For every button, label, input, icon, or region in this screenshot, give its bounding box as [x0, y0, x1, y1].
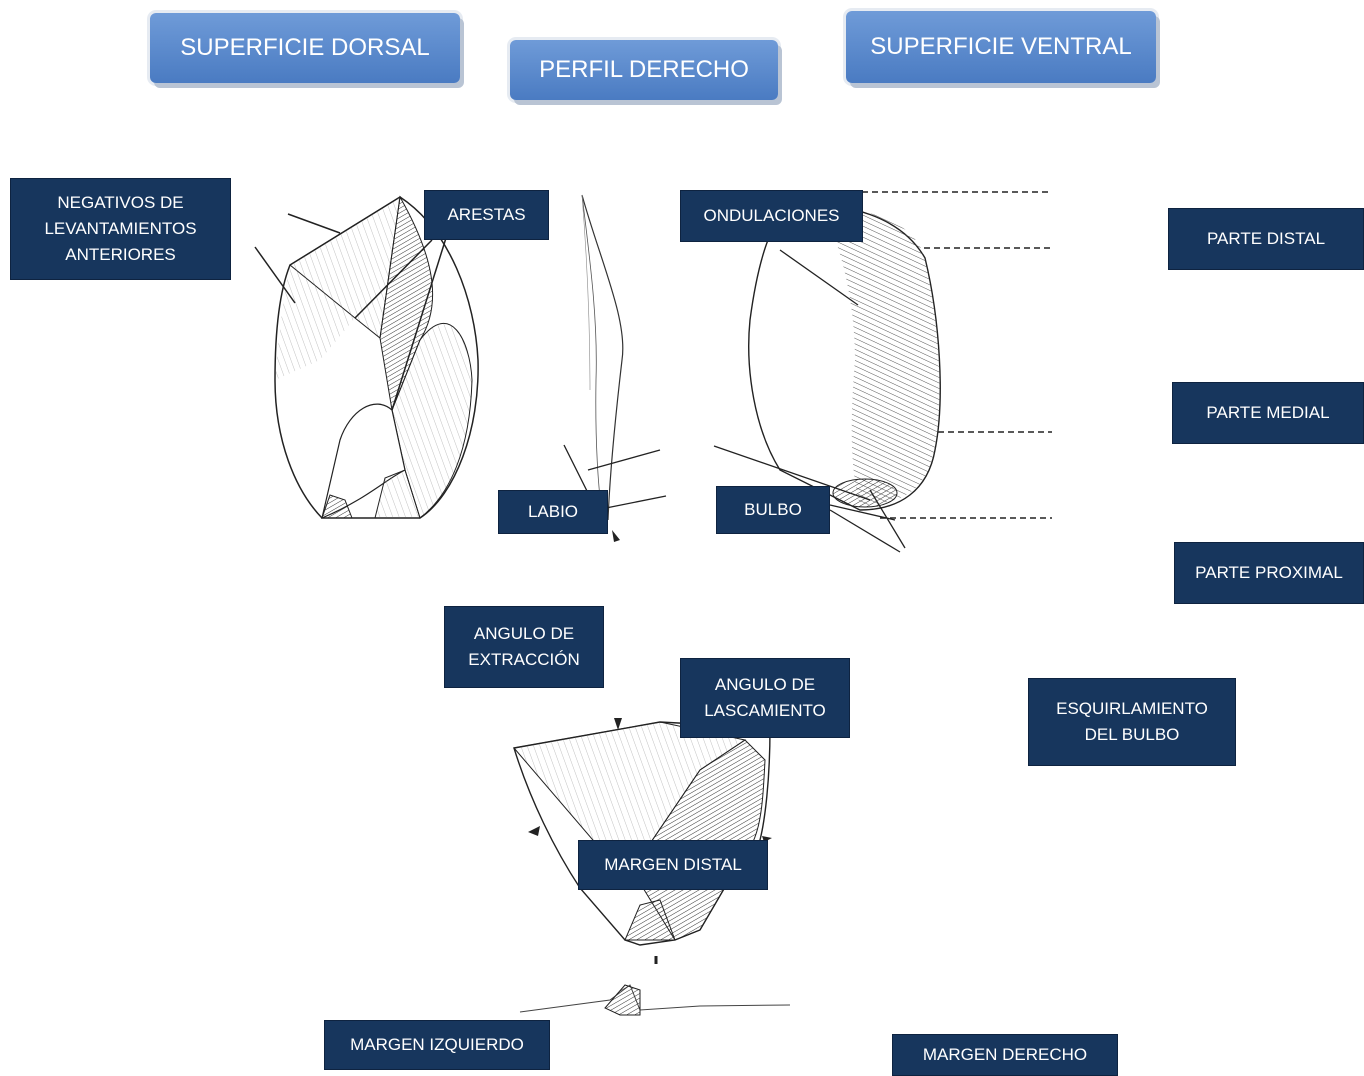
label-negativos: NEGATIVOS DE LEVANTAMIENTOS ANTERIORES — [10, 178, 231, 280]
label-parte-medial: PARTE MEDIAL — [1172, 382, 1364, 444]
label-angulo-lascamiento: ANGULO DE LASCAMIENTO — [680, 658, 850, 738]
label-esquirlamiento: ESQUIRLAMIENTO DEL BULBO — [1028, 678, 1236, 766]
header-dorsal-label: SUPERFICIE DORSAL — [180, 34, 429, 62]
label-parte-distal: PARTE DISTAL — [1168, 208, 1364, 270]
label-labio: LABIO — [498, 490, 608, 534]
header-ventral-label: SUPERFICIE VENTRAL — [870, 33, 1131, 61]
label-arestas: ARESTAS — [424, 190, 549, 240]
label-ondulaciones: ONDULACIONES — [680, 190, 863, 242]
dorsal-surface-drawing — [255, 197, 478, 518]
header-profile-label: PERFIL DERECHO — [539, 56, 749, 84]
label-margen-distal: MARGEN DISTAL — [578, 840, 768, 890]
label-bulbo: BULBO — [716, 486, 830, 534]
header-right-profile: PERFIL DERECHO — [510, 40, 778, 100]
label-angulo-extraccion: ANGULO DE EXTRACCIÓN — [444, 606, 604, 688]
label-parte-proximal: PARTE PROXIMAL — [1174, 542, 1364, 604]
label-margen-derecho: MARGEN DERECHO — [892, 1034, 1118, 1076]
header-dorsal-surface: SUPERFICIE DORSAL — [150, 13, 460, 83]
header-ventral-surface: SUPERFICIE VENTRAL — [846, 11, 1156, 83]
label-margen-izquierdo: MARGEN IZQUIERDO — [324, 1020, 550, 1070]
